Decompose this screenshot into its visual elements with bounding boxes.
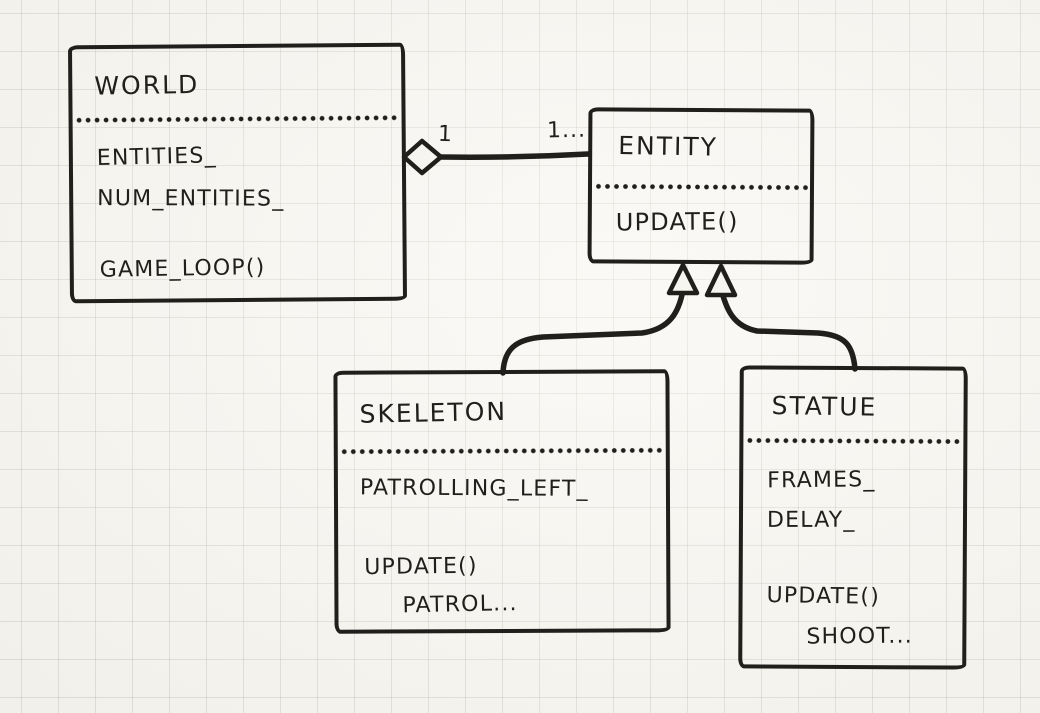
world-separator xyxy=(74,114,400,124)
inheritance-arrowhead-skeleton-icon xyxy=(666,262,700,296)
class-box-entity: ENTITY UPDATE() xyxy=(587,107,815,265)
multiplicity-world-side: 1 xyxy=(437,121,454,148)
statue-attribute-delay: DELAY_ xyxy=(766,507,856,533)
statue-method-update: UPDATE() xyxy=(766,582,881,610)
class-name-world: WORLD xyxy=(94,69,200,101)
world-attribute-num-entities: NUM_ENTITIES_ xyxy=(97,186,285,212)
class-name-skeleton: SKELETON xyxy=(359,396,508,429)
entity-separator xyxy=(593,183,809,191)
statue-attribute-frames: FRAMES_ xyxy=(767,467,876,494)
entity-method-update: UPDATE() xyxy=(615,207,739,237)
world-method-game-loop: GAME_LOOP() xyxy=(99,255,266,283)
skeleton-method-update: UPDATE() xyxy=(364,553,478,581)
statue-method-detail-shoot: SHOOT... xyxy=(806,623,914,650)
multiplicity-entity-side: 1... xyxy=(546,117,587,144)
aggregation-line xyxy=(437,151,591,160)
class-box-skeleton: SKELETON PATROLLING_LEFT_ UPDATE() PATRO… xyxy=(333,369,671,634)
class-box-statue: STATUE FRAMES_ DELAY_ UPDATE() SHOOT... xyxy=(738,365,968,670)
skeleton-separator xyxy=(339,447,664,455)
class-name-entity: ENTITY xyxy=(618,130,719,162)
class-name-statue: STATUE xyxy=(771,391,878,422)
world-attribute-entities: ENTITIES_ xyxy=(96,143,218,172)
aggregation-diamond-icon xyxy=(401,138,444,176)
skeleton-method-detail-patrol: PATROL... xyxy=(402,591,518,619)
class-box-world: WORLD ENTITIES_ NUM_ENTITIES_ GAME_LOOP(… xyxy=(67,42,408,304)
inheritance-line-skeleton xyxy=(500,287,686,376)
inheritance-line-statue xyxy=(719,290,858,372)
inheritance-arrowhead-statue-icon xyxy=(704,263,738,298)
skeleton-attribute-patrolling-left: PATROLLING_LEFT_ xyxy=(359,475,589,502)
statue-separator xyxy=(745,437,962,445)
